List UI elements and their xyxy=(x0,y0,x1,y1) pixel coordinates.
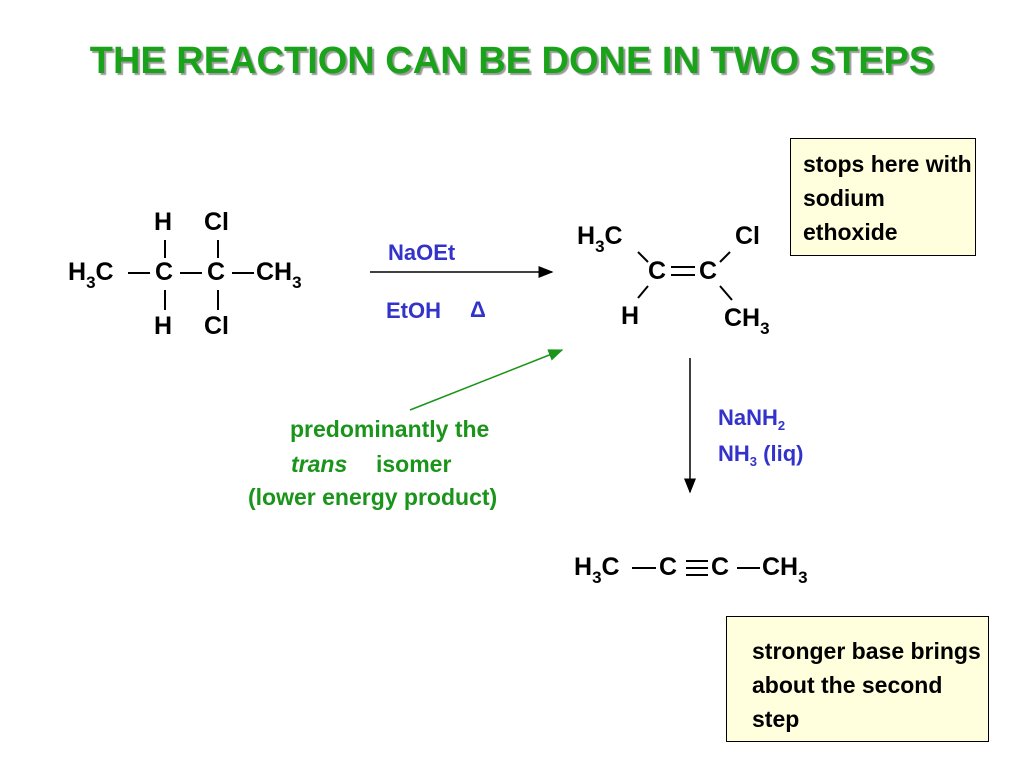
reactant-left-ch3: H3C xyxy=(68,258,114,292)
alkyne-c1: C xyxy=(659,553,678,581)
alkene-bond-tr xyxy=(719,251,731,263)
step1-reagent: NaOEt xyxy=(388,240,456,265)
note-stronger-base: stronger base brings about the second st… xyxy=(726,616,989,742)
trans-note-isomer: isomer xyxy=(376,451,452,477)
alkyne-left-ch3: H3C xyxy=(574,553,620,587)
trans-note-line3: (lower energy product) xyxy=(248,484,498,510)
reactant-c1: C xyxy=(155,258,174,286)
trans-note-italic: trans xyxy=(291,451,348,477)
step2-reagent: NaNH2 xyxy=(718,405,786,433)
alkene-c1: C xyxy=(648,257,667,285)
step2-solvent: NH3 (liq) xyxy=(718,441,804,469)
alkyne-right-ch3: CH3 xyxy=(762,553,808,587)
alkene-top-right-cl: Cl xyxy=(735,222,760,250)
alkene-top-left-ch3: H3C xyxy=(577,222,623,256)
alkene-bond-bl xyxy=(637,285,649,299)
alkene-bond-br xyxy=(719,285,733,301)
step1-solvent: EtOH xyxy=(386,298,441,323)
trans-pointer-arrow xyxy=(409,349,564,411)
reactant-bottom-h: H xyxy=(154,312,173,340)
heat-delta-icon: Δ xyxy=(470,297,486,322)
reactant-top-cl: Cl xyxy=(204,208,229,236)
slide-title: THE REACTION CAN BE DONE IN TWO STEPS xyxy=(89,40,935,82)
alkene-bottom-left-h: H xyxy=(621,302,640,330)
trans-note-line1: predominantly the xyxy=(290,416,490,442)
alkene-bond-tl xyxy=(637,251,649,263)
alkene-c2: C xyxy=(699,257,718,285)
reactant-right-ch3: CH3 xyxy=(256,258,302,292)
alkene-bottom-right-ch3: CH3 xyxy=(724,304,770,338)
note-sodium-ethoxide: stops here with sodium ethoxide xyxy=(790,138,976,256)
reactant-c2: C xyxy=(207,258,226,286)
alkyne-c2: C xyxy=(711,553,730,581)
reactant-bottom-cl: Cl xyxy=(204,312,229,340)
reactant-top-h: H xyxy=(154,208,173,236)
